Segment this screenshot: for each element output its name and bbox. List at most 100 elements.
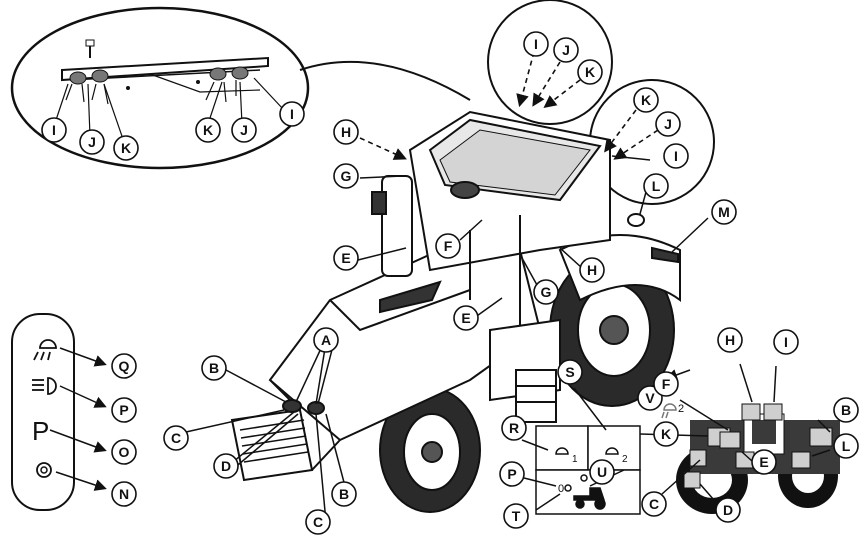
callout-console-7: C bbox=[641, 491, 667, 517]
callout-letter: B bbox=[841, 402, 851, 418]
callout-switches-1: R bbox=[501, 415, 527, 441]
callout-letter: G bbox=[541, 284, 552, 300]
callout-letter: H bbox=[341, 124, 351, 140]
callout-inset-1: J bbox=[79, 129, 105, 155]
callout-letter: T bbox=[512, 508, 521, 524]
callout-letter: Q bbox=[119, 358, 130, 374]
callout-letter: K bbox=[641, 92, 651, 108]
callout-letter: E bbox=[341, 250, 350, 266]
svg-text:0: 0 bbox=[558, 483, 564, 495]
callout-letter: B bbox=[339, 486, 349, 502]
callout-letter: G bbox=[341, 168, 352, 184]
callout-letter: B bbox=[209, 360, 219, 376]
light-switch-panel: P bbox=[11, 313, 107, 511]
callout-letter: J bbox=[240, 122, 248, 138]
callout-front-0: A bbox=[313, 327, 339, 353]
work-light-2-icon bbox=[661, 403, 677, 419]
callout-letter: I bbox=[674, 148, 678, 164]
tractor-icon bbox=[573, 487, 606, 501]
callout-switches-4: T bbox=[503, 503, 529, 529]
callout-switches-2: P bbox=[499, 461, 525, 487]
callout-switches-0: S bbox=[557, 359, 583, 385]
callout-console-4: B bbox=[833, 397, 859, 423]
callout-switches-3: U bbox=[589, 459, 615, 485]
callout-front-4: C bbox=[305, 509, 331, 535]
callout-roof_front-1: J bbox=[553, 37, 579, 63]
callout-letter: J bbox=[664, 116, 672, 132]
callout-cab-5: G bbox=[533, 279, 559, 305]
callout-letter: U bbox=[597, 464, 607, 480]
callout-inset-5: I bbox=[279, 101, 305, 127]
callout-letter: P bbox=[507, 466, 516, 482]
callout-console-5: L bbox=[833, 433, 859, 459]
inset-lamps bbox=[69, 66, 249, 85]
callout-letter: I bbox=[784, 334, 788, 350]
work-light-icon bbox=[33, 339, 57, 361]
callout-letter: K bbox=[585, 64, 595, 80]
callout-panel-2: O bbox=[111, 439, 137, 465]
callout-letter: F bbox=[444, 238, 453, 254]
callout-letter: L bbox=[842, 438, 851, 454]
callout-cab-8: M bbox=[711, 199, 737, 225]
roof-light-inset bbox=[10, 6, 310, 170]
callout-cab-4: H bbox=[579, 257, 605, 283]
headlight-icon bbox=[32, 377, 57, 395]
callout-roof_front-2: K bbox=[577, 59, 603, 85]
callout-front-1: B bbox=[201, 355, 227, 381]
callout-panel-3: N bbox=[111, 481, 137, 507]
light-console: 2 bbox=[639, 363, 840, 514]
callout-letter: N bbox=[119, 486, 129, 502]
callout-cab-0: H bbox=[333, 119, 359, 145]
callout-cab-7: L bbox=[643, 173, 669, 199]
svg-text:2: 2 bbox=[622, 454, 628, 465]
dashed-leaders bbox=[359, 51, 659, 160]
callout-console-2: F bbox=[653, 371, 679, 397]
callout-console-6: E bbox=[751, 449, 777, 475]
tractor-illustration bbox=[230, 110, 681, 513]
callout-letter: J bbox=[562, 42, 570, 58]
callout-cab-6: E bbox=[453, 305, 479, 331]
callout-letter: V bbox=[645, 390, 655, 406]
callout-letter: C bbox=[313, 514, 323, 530]
callout-letter: L bbox=[652, 178, 661, 194]
callout-switches-5: V bbox=[637, 385, 663, 411]
callout-letter: O bbox=[119, 444, 130, 460]
callout-letter: R bbox=[509, 420, 519, 436]
callout-inset-4: J bbox=[231, 117, 257, 143]
callout-letter: K bbox=[121, 140, 131, 156]
callout-console-8: D bbox=[715, 497, 741, 523]
callout-panel-1: P bbox=[111, 397, 137, 423]
callout-letter: E bbox=[461, 310, 470, 326]
callout-letter: C bbox=[649, 496, 659, 512]
svg-text:1: 1 bbox=[572, 454, 578, 465]
callout-letter: I bbox=[290, 106, 294, 122]
callout-letter: S bbox=[565, 364, 574, 380]
callout-letter: I bbox=[52, 122, 56, 138]
callout-cab-1: G bbox=[333, 163, 359, 189]
callout-roof_rear-1: J bbox=[655, 111, 681, 137]
callout-front-2: C bbox=[163, 425, 189, 451]
park-icon: P bbox=[32, 416, 49, 446]
callout-roof_rear-0: K bbox=[633, 87, 659, 113]
callout-letter: K bbox=[203, 122, 213, 138]
beacon-icon bbox=[36, 462, 52, 478]
inset-connector bbox=[299, 60, 471, 101]
callout-letter: F bbox=[662, 376, 671, 392]
callout-letter: J bbox=[88, 134, 96, 150]
callout-console-1: I bbox=[773, 329, 799, 355]
callout-console-3: K bbox=[653, 421, 679, 447]
callout-roof_rear-2: I bbox=[663, 143, 689, 169]
callout-front-3: D bbox=[213, 453, 239, 479]
callout-letter: A bbox=[321, 332, 331, 348]
callout-letter: I bbox=[534, 36, 538, 52]
callout-inset-0: I bbox=[41, 117, 67, 143]
callout-roof_front-0: I bbox=[523, 31, 549, 57]
callout-console-0: H bbox=[717, 327, 743, 353]
callout-letter: K bbox=[661, 426, 671, 442]
callout-letter: P bbox=[119, 402, 128, 418]
callout-inset-2: K bbox=[113, 135, 139, 161]
callout-letter: E bbox=[759, 454, 768, 470]
